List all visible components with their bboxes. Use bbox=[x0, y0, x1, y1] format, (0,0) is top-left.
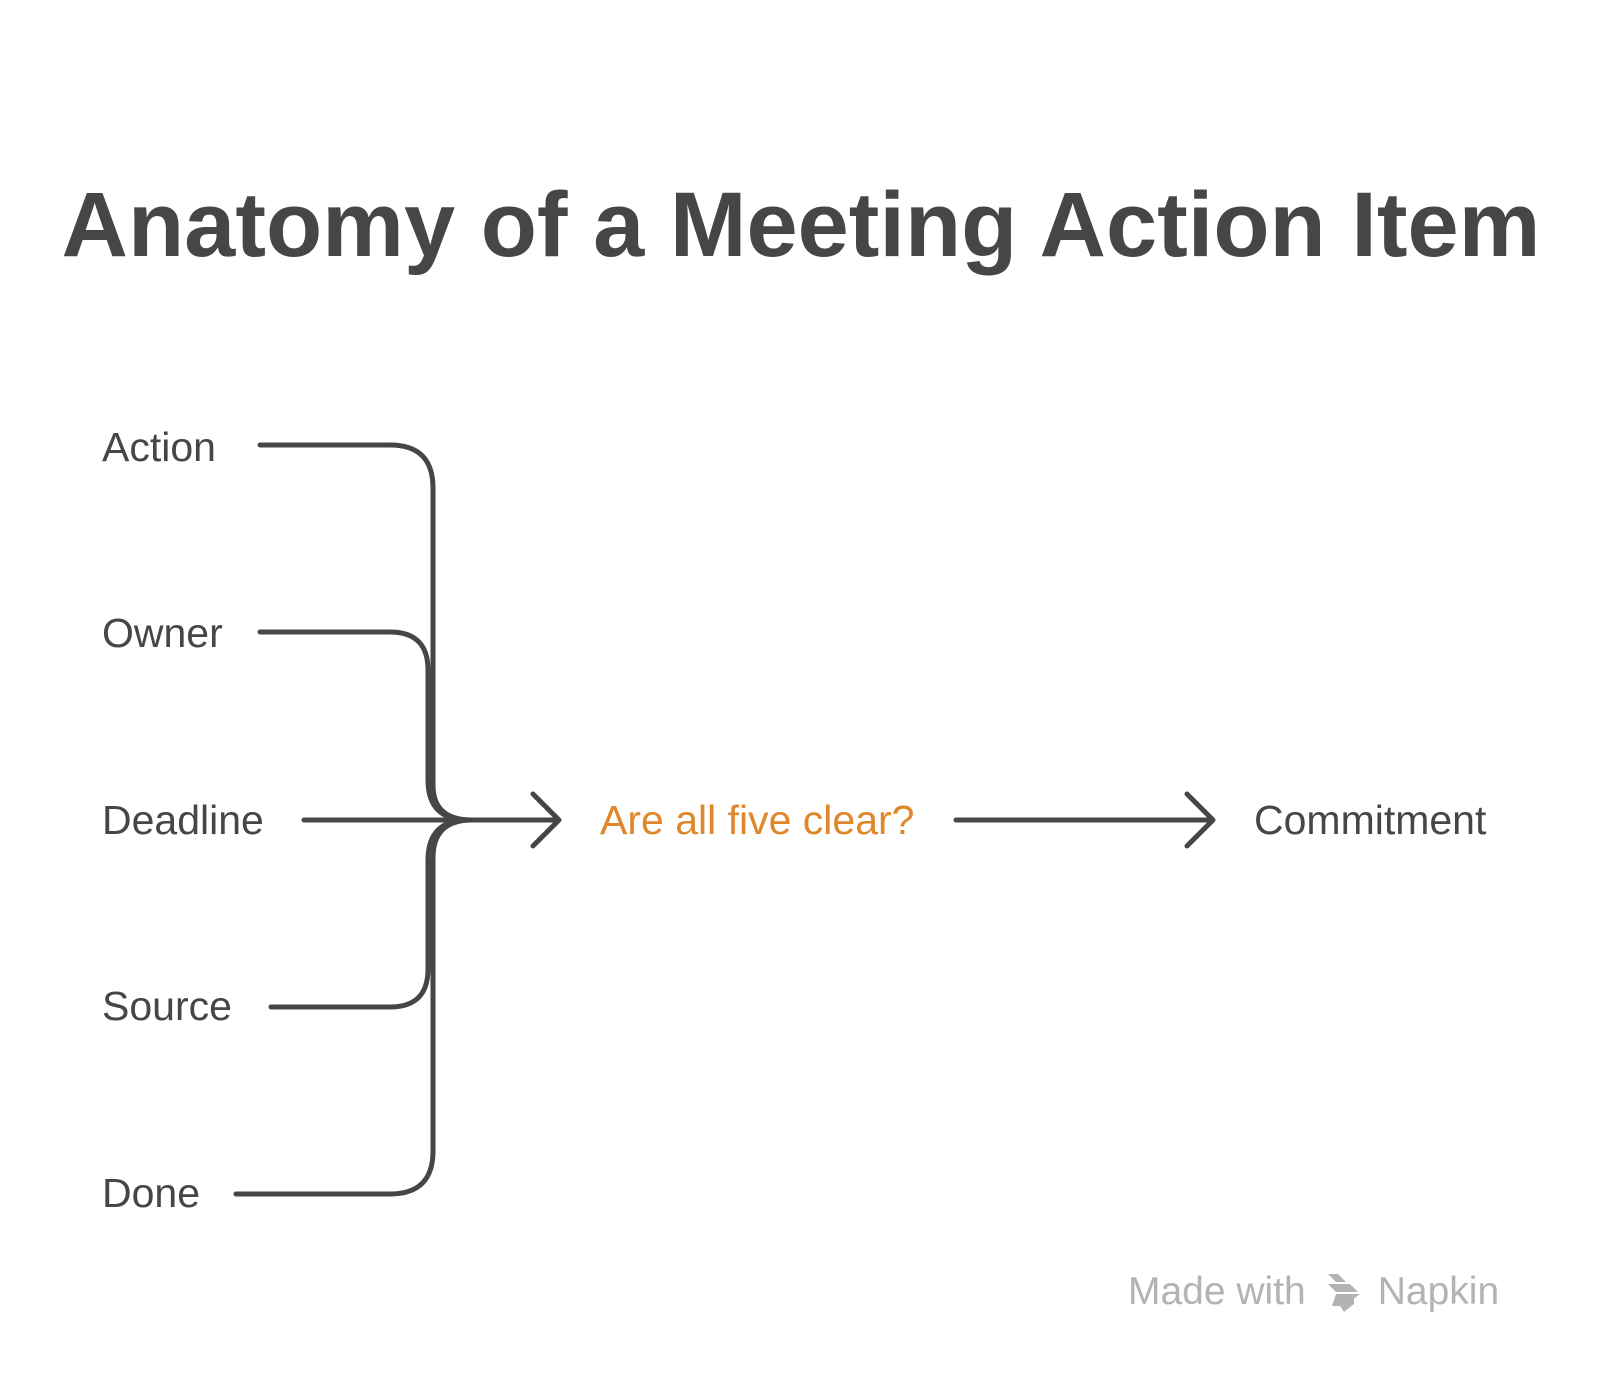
input-label-done: Done bbox=[102, 1170, 201, 1216]
connector-done bbox=[233, 817, 475, 1197]
input-label-source: Source bbox=[102, 983, 232, 1029]
watermark: Made with Napkin bbox=[1128, 1268, 1499, 1316]
input-label-owner: Owner bbox=[102, 610, 223, 656]
arrowhead-to-decision bbox=[530, 791, 562, 849]
connector-source bbox=[268, 817, 471, 1010]
decision-label: Are all five clear? bbox=[600, 797, 915, 843]
page-title: Anatomy of a Meeting Action Item bbox=[61, 174, 1541, 276]
napkin-logo-icon bbox=[1327, 1274, 1360, 1312]
input-label-action: Action bbox=[102, 424, 216, 470]
input-label-deadline: Deadline bbox=[102, 797, 264, 843]
watermark-brand: Napkin bbox=[1377, 1270, 1500, 1313]
arrowhead-to-outcome bbox=[1184, 791, 1216, 849]
watermark-prefix: Made with bbox=[1128, 1270, 1306, 1313]
outcome-label: Commitment bbox=[1254, 797, 1487, 843]
connector-owner bbox=[257, 629, 471, 823]
